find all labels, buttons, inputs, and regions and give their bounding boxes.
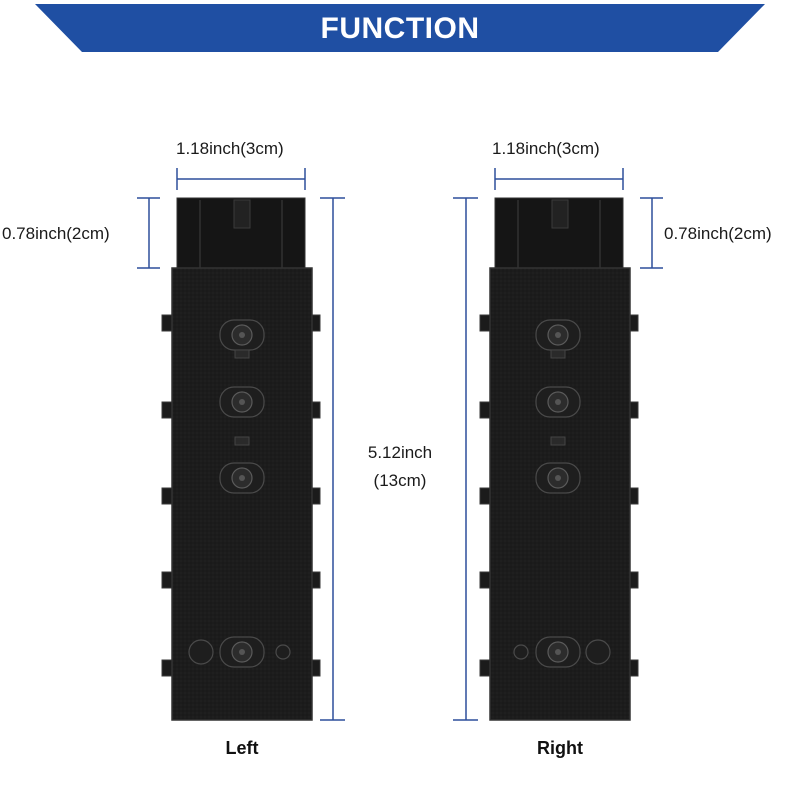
left-switch xyxy=(161,197,321,721)
header-banner xyxy=(35,4,765,52)
right-width-label: 1.18inch(3cm) xyxy=(492,139,600,158)
right-switch xyxy=(479,197,639,721)
total-length-cm: (13cm) xyxy=(373,471,427,490)
total-length-inch: 5.12inch xyxy=(367,443,433,462)
left-height-label: 0.78inch(2cm) xyxy=(2,224,110,243)
left-width-label: 1.18inch(3cm) xyxy=(176,139,284,158)
page-title: FUNCTION xyxy=(320,12,480,45)
right-height-label: 0.78inch(2cm) xyxy=(664,224,772,243)
right-caption: Right xyxy=(537,738,583,758)
total-length-label: 5.12inch (13cm) xyxy=(350,439,450,495)
dimension-lines xyxy=(137,168,663,721)
left-caption: Left xyxy=(225,738,259,758)
